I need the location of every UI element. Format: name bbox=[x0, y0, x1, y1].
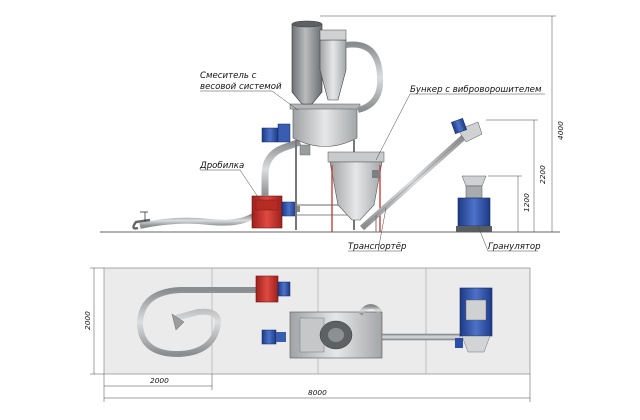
dim-height-1200: 1200 bbox=[522, 193, 531, 212]
plan-crusher bbox=[255, 275, 279, 303]
plan-view: 2000 2000 8000 bbox=[83, 267, 531, 402]
granulator-motor bbox=[457, 197, 491, 227]
plan-mixer-motor bbox=[261, 329, 277, 345]
conveyor-motor bbox=[450, 117, 468, 135]
dim-height-total: 4000 bbox=[556, 121, 565, 140]
dark-silo bbox=[291, 23, 323, 105]
cyclone-return-pipe bbox=[345, 41, 384, 113]
mixer-motor bbox=[261, 127, 279, 143]
screw-conveyor bbox=[360, 117, 483, 232]
dim-plan-length: 8000 bbox=[308, 388, 327, 397]
cyclone bbox=[319, 39, 347, 101]
mixer-tank bbox=[292, 107, 358, 147]
crusher-unit bbox=[251, 138, 302, 229]
granulator-unit bbox=[456, 175, 492, 232]
crusher-motor bbox=[281, 201, 297, 217]
label-mixer-line2: весовой системой bbox=[200, 82, 282, 92]
hopper-with-vibro-agitator bbox=[327, 151, 385, 232]
dim-height-2200: 2200 bbox=[538, 165, 547, 184]
label-granulator: Гранулятор bbox=[488, 242, 541, 252]
plan-hose-coil bbox=[136, 287, 262, 358]
hopper-cone bbox=[329, 161, 383, 221]
dim-plan-depth: 2000 bbox=[83, 311, 92, 330]
label-hopper: Бункер с виброворошителем bbox=[410, 85, 542, 95]
plan-conveyor bbox=[381, 333, 461, 341]
plan-crusher-motor bbox=[277, 281, 291, 297]
label-mixer-line1: Смеситель с bbox=[200, 71, 257, 81]
suction-nozzle bbox=[132, 218, 151, 230]
suction-hose bbox=[139, 212, 257, 229]
label-conveyor: Транспортёр bbox=[348, 242, 407, 252]
label-crusher: Дробилка bbox=[199, 161, 244, 171]
dim-plan-segment: 2000 bbox=[150, 376, 169, 385]
crusher-riser-pipe bbox=[261, 138, 302, 196]
elevation-view: Смеситель с весовой системой Бункер с ви… bbox=[100, 15, 565, 252]
